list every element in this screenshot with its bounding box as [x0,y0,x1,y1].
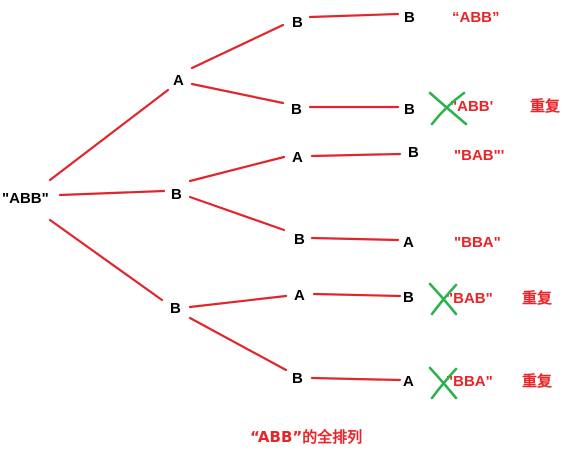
level2-node-4: B [294,231,305,248]
level3-node-6: A [403,373,414,390]
duplicate-note-1: 重复 [530,97,561,115]
edge-b-to-b-2 [188,195,286,232]
edge-root-to-b-middle [58,189,166,197]
result-label-6: "BBA" [446,373,493,390]
edge-b-to-b-3 [188,316,288,372]
duplicate-cross-icon-1 [428,91,468,126]
edge-root-to-a [48,88,170,182]
level1-node-b-bottom: B [170,300,181,317]
result-label-1: “ABB” [452,9,500,26]
level1-node-b-middle: B [171,186,182,203]
result-label-5: "BAB" [446,290,493,307]
duplicate-note-3: 重复 [522,372,553,390]
edge-l2-3-to-l3-3 [310,152,402,158]
level3-node-1: B [404,9,415,26]
edge-b-to-a-1 [188,155,286,183]
level3-node-5: B [403,289,414,306]
level2-node-1: B [292,14,303,31]
edge-l2-5-to-l3-5 [312,292,402,298]
duplicate-cross-icon-3 [428,366,458,400]
edge-l2-6-to-l3-6 [310,376,402,382]
duplicate-cross-icon-2 [428,282,458,316]
edge-a-to-b-2 [190,82,285,105]
edge-l2-1-to-l3-1 [308,12,400,19]
level3-node-3: B [408,144,419,161]
result-label-2: "ABB' [450,98,493,115]
diagram-caption: “ABB”的全排列 [250,428,362,446]
level3-node-2: B [404,101,415,118]
level2-node-6: B [292,370,303,387]
result-label-3: "BAB"' [454,147,504,164]
edge-b-to-a-3 [188,294,288,309]
level3-node-4: A [403,234,414,251]
result-label-4: "BBA" [454,234,501,251]
level2-node-2: B [291,101,302,118]
edge-a-to-b-1 [190,23,285,70]
edge-l2-4-to-l3-4 [310,236,400,242]
level1-node-a: A [173,72,184,89]
level2-node-5: A [294,287,305,304]
level2-node-3: A [292,149,303,166]
edge-root-to-b-bottom [48,218,164,302]
root-node-label: "ABB" [2,190,49,207]
duplicate-note-2: 重复 [522,289,553,307]
